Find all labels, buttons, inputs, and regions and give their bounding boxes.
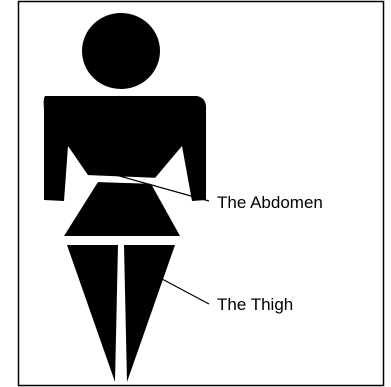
thigh-label: The Thigh <box>217 295 293 314</box>
abdomen-label: The Abdomen <box>217 193 323 212</box>
figure-head <box>82 13 160 89</box>
figure-left-leg <box>67 245 118 382</box>
figure-right-leg <box>124 245 175 382</box>
figure-skirt <box>64 182 180 236</box>
female-figure <box>44 13 206 382</box>
